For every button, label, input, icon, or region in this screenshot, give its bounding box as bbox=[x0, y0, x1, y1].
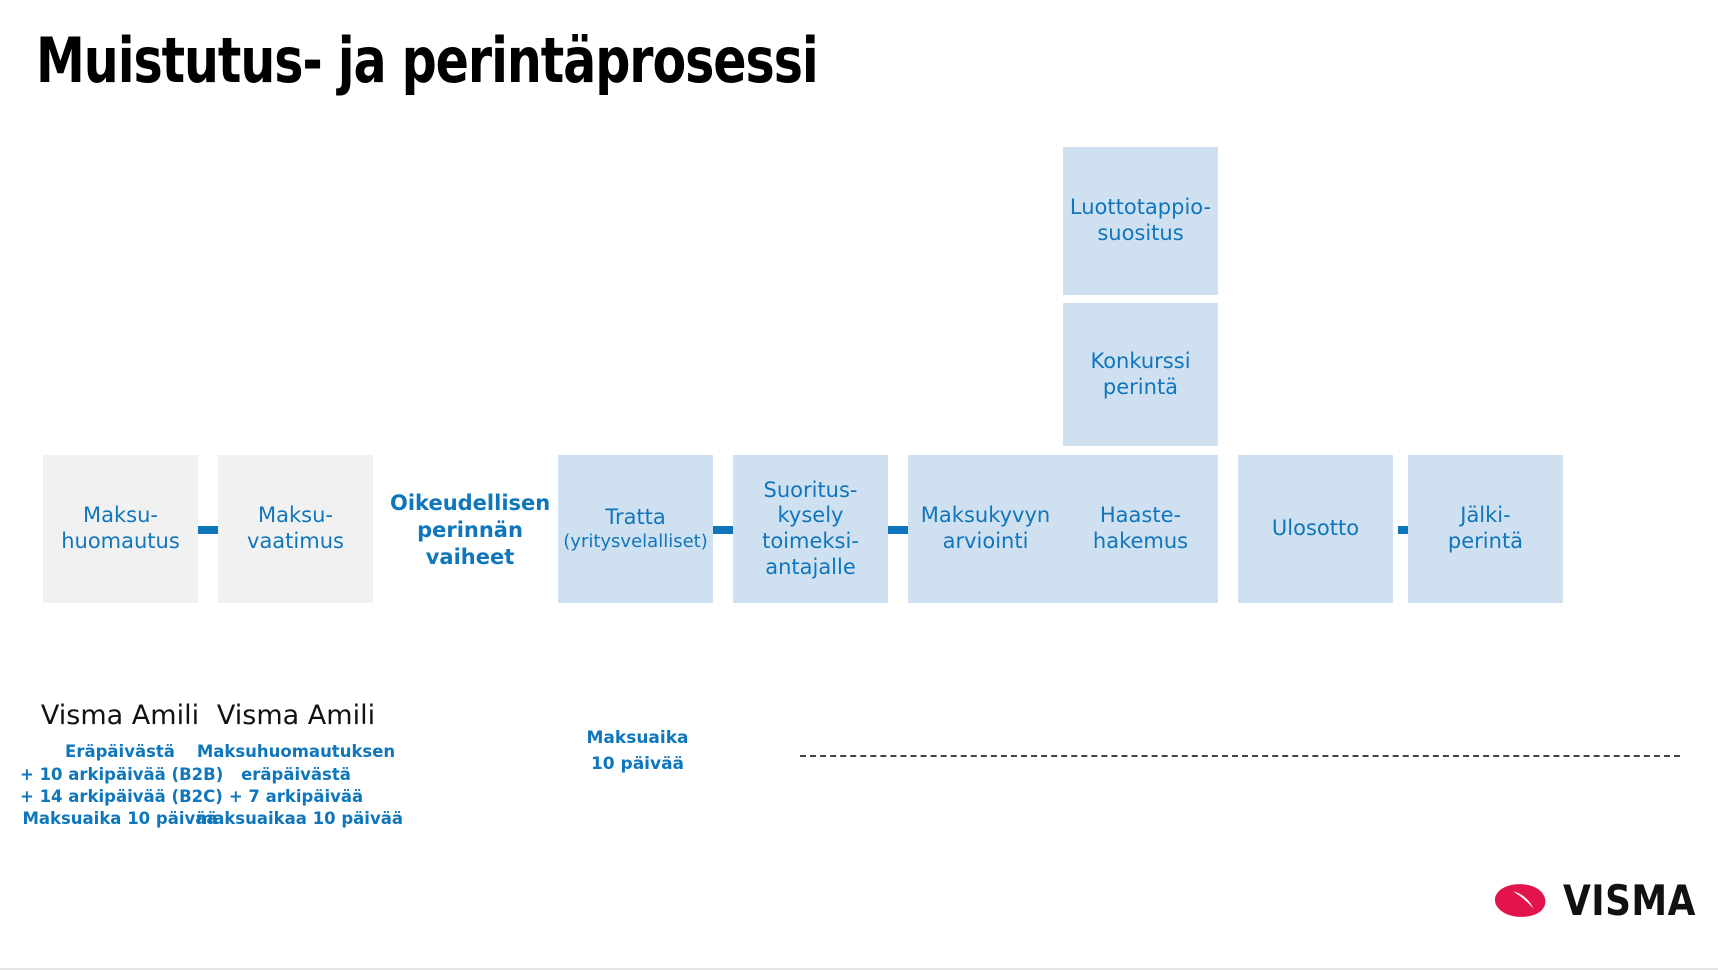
box-konkurssiperinta[interactable]: Konkurssi perintä bbox=[1063, 303, 1218, 446]
box-suorituskysely[interactable]: Suoritus- kysely toimeksi- antajalle bbox=[733, 455, 888, 603]
bottom-divider bbox=[0, 968, 1718, 970]
visma-logo: VISMA bbox=[1493, 880, 1703, 922]
box-maksuhuomautus[interactable]: Maksu- huomautus bbox=[43, 455, 198, 603]
box-tratta[interactable]: Tratta (yritysvelalliset) bbox=[558, 455, 713, 603]
footnote-body: Eräpäivästä + 10 arkipäivää (B2B) + 14 a… bbox=[20, 742, 224, 828]
visma-swoosh-icon bbox=[1494, 884, 1546, 917]
box-maksuvaatimus[interactable]: Maksu- vaatimus bbox=[218, 455, 373, 603]
box-label: Maksu- huomautus bbox=[61, 503, 180, 553]
box-maksukyvyn-arviointi[interactable]: Maksukyvyn arviointi bbox=[908, 455, 1063, 603]
box-label: Maksukyvyn arviointi bbox=[920, 503, 1051, 553]
box-label: Tratta (yritysvelalliset) bbox=[563, 505, 708, 552]
footnote-body: Maksuhuomautuksen eräpäivästä + 7 arkipä… bbox=[196, 742, 403, 828]
box-label: Ulosotto bbox=[1271, 516, 1360, 541]
box-label: Konkurssi perintä bbox=[1090, 348, 1191, 399]
timeline-dashed-line bbox=[800, 755, 1680, 757]
box-jalkiperinta[interactable]: Jälki- perintä bbox=[1408, 455, 1563, 603]
box-label: Suoritus- kysely toimeksi- antajalle bbox=[762, 477, 859, 579]
box-label: Jälki- perintä bbox=[1447, 503, 1524, 553]
note-maksuaika: Maksuaika 10 päivää bbox=[586, 728, 689, 775]
page-title: Muistutus- ja perintäprosessi bbox=[36, 24, 819, 97]
box-label: Maksu- vaatimus bbox=[247, 503, 344, 553]
label-oikeudellisen-perinnan-vaiheet: Oikeudellisen perinnän vaiheet bbox=[390, 491, 551, 569]
box-label: Luottotappio- suositus bbox=[1069, 195, 1212, 245]
box-luottotappiosuositus[interactable]: Luottotappio- suositus bbox=[1063, 147, 1218, 295]
visma-wordmark: VISMA bbox=[1563, 876, 1696, 925]
box-ulosotto[interactable]: Ulosotto bbox=[1238, 455, 1393, 603]
footnote-maksuhuomautus: Visma Amili Eräpäivästä + 10 arkipäivää … bbox=[20, 700, 224, 830]
footnote-heading: Visma Amili bbox=[40, 700, 200, 731]
box-label: Haaste- hakemus bbox=[1092, 503, 1189, 553]
footnote-maksuvaatimus: Visma Amili Maksuhuomautuksen eräpäiväst… bbox=[196, 700, 403, 830]
footnote-heading: Visma Amili bbox=[216, 700, 376, 731]
box-haastehakemus[interactable]: Haaste- hakemus bbox=[1063, 455, 1218, 603]
